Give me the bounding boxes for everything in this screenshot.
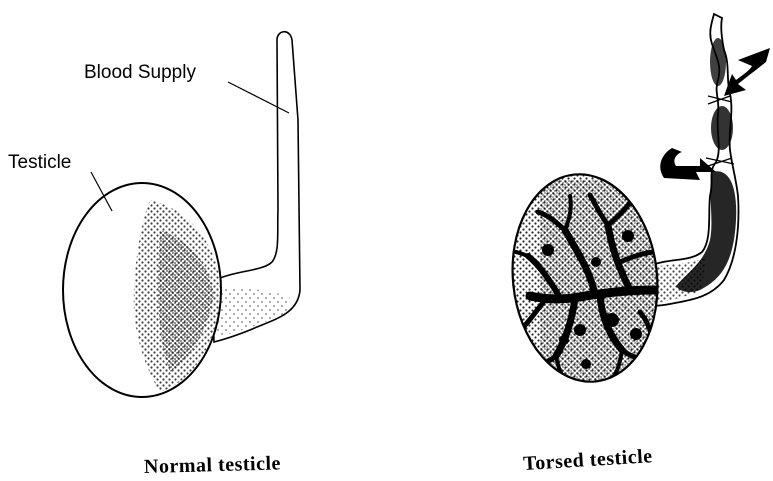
- twist-segment-top: [710, 38, 726, 86]
- normal-testicle-caption: Normal testicle: [144, 452, 281, 478]
- twist-arrow-lower-left: [660, 148, 716, 180]
- twist-segment-middle: [711, 106, 733, 150]
- normal-testicle-figure: Blood Supply Testicle Normal testicle: [8, 32, 300, 478]
- torsed-testicle-figure: Torsed testicle: [503, 14, 770, 475]
- twist-arrow-upper-right: [724, 48, 770, 96]
- testicle-label: Testicle: [8, 152, 71, 173]
- blood-supply-label: Blood Supply: [84, 62, 196, 83]
- torsed-testicle-caption: Torsed testicle: [523, 445, 654, 475]
- normal-cord-stipple: [214, 288, 290, 338]
- normal-testicle-stipple: [134, 200, 222, 392]
